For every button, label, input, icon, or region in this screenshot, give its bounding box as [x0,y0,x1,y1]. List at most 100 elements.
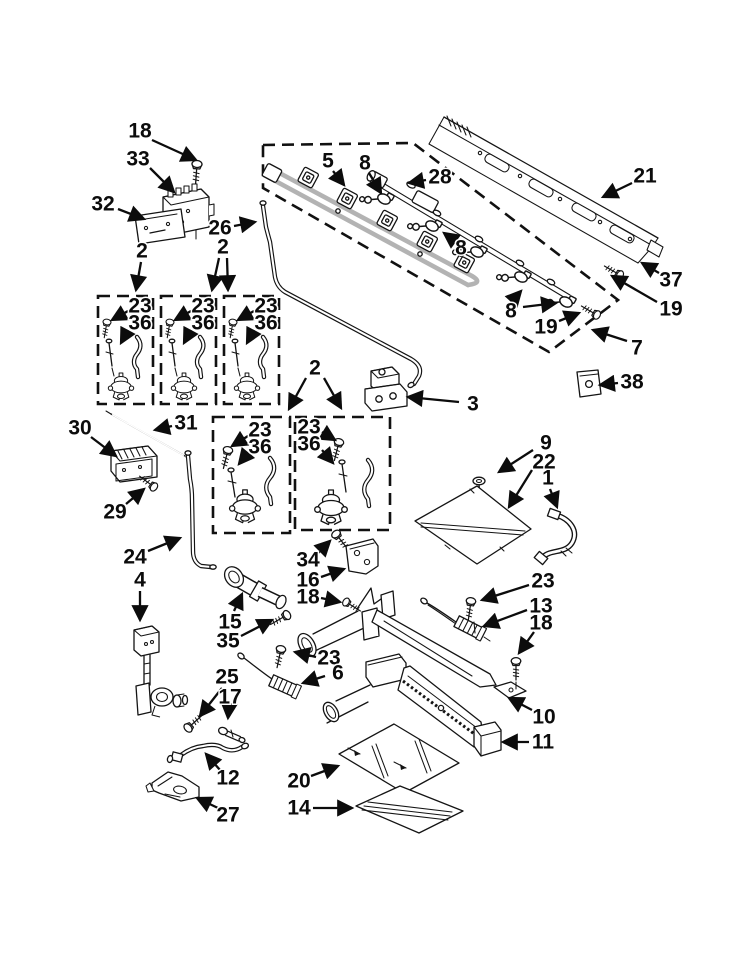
callout-9: 9 [540,432,552,455]
callout-38: 38 [620,371,644,394]
part-pressure-regulator-4 [133,625,189,718]
callout-arrow-2 [218,257,237,293]
callout-2: 2 [309,357,321,380]
callout-arrow-36 [119,325,136,346]
part-screw-19-a [578,301,603,322]
part-tube-24 [184,450,217,570]
callout-arrow-15 [227,591,244,612]
callout-17: 17 [218,686,241,709]
callout-arrow-2 [130,261,148,293]
callout-2: 2 [136,240,148,263]
callout-10: 10 [532,706,555,729]
callout-arrow-19 [558,310,582,327]
part-igniter-13 [420,597,491,642]
part-manifold-pipe-5 [261,163,480,288]
callout-arrow-36 [245,325,262,346]
callout-arrow-8 [522,296,559,314]
callout-arrow-18 [320,590,343,608]
callout-arrow-23 [235,305,256,322]
callout-3: 3 [467,393,479,416]
callout-20: 20 [287,770,310,793]
diagram-artwork [96,115,664,834]
callout-36: 36 [191,312,214,335]
callout-arrow-23 [317,424,338,442]
part-dual-gas-valve-3 [364,366,408,412]
callout-arrow-37 [639,261,660,278]
callout-24: 24 [123,546,147,569]
part-valve-rail-with-orifice-28 [358,170,626,322]
callout-2: 2 [217,236,229,259]
callout-arrow-19 [609,274,658,303]
callout-32: 32 [91,193,114,216]
callout-23: 23 [254,295,277,318]
callout-19: 19 [659,298,682,321]
callout-arrow-8 [442,231,462,249]
callout-34: 34 [296,549,320,572]
part-screw-23-mid [271,644,287,670]
callout-arrow-22 [507,469,533,510]
callout-arrow-36 [182,325,199,346]
part-igniter-6 [237,652,302,700]
callout-36: 36 [248,436,271,459]
callout-arrow-13 [481,608,528,629]
part-broil-burner-11 [322,653,502,757]
callout-arrow-30 [90,436,118,458]
callout-arrow-9 [496,449,534,474]
callout-22: 22 [532,451,555,474]
callout-18: 18 [128,120,152,143]
callout-arrow-24 [147,535,183,553]
manifold-dashed-enclosure [261,141,621,354]
part-plate-38 [576,369,602,398]
callout-4: 4 [134,569,146,592]
callout-36: 36 [297,433,320,456]
callout-arrow-34 [313,539,332,558]
callout-18: 18 [296,586,320,609]
callout-arrow-2 [287,377,308,412]
callout-arrow-3 [405,389,460,408]
part-elbow-fitting-15 [223,566,287,610]
callout-arrow-33 [149,167,176,194]
part-screw-23-right [463,596,477,634]
part-manifold-panel-21 [428,115,664,264]
part-gas-valve-8-d [495,259,533,293]
callout-arrow-28 [406,171,427,189]
valve-kit-box-row1-b [159,294,218,406]
callout-arrow-29 [125,487,146,506]
part-screw-18-right [510,657,522,690]
callout-15: 15 [218,611,242,634]
callout-23: 23 [191,295,214,318]
valve-kit-box-row1-c [222,294,281,406]
callout-arrow-23 [292,647,317,664]
callout-18: 18 [529,612,553,635]
callout-13: 13 [529,595,552,618]
callout-arrow-21 [600,181,633,199]
callout-16: 16 [296,569,319,592]
callout-7: 7 [631,337,643,360]
callout-1: 1 [542,467,554,490]
callout-12: 12 [216,767,239,790]
callout-arrow-8 [504,289,523,308]
callout-arrow-23 [172,305,193,322]
callout-19: 19 [534,316,557,339]
callout-6: 6 [332,662,344,685]
callout-arrow-36 [316,446,335,465]
callout-35: 35 [216,630,240,653]
callout-25: 25 [215,666,239,689]
callout-arrow-5 [328,168,346,187]
callout-arrow-8 [365,172,383,196]
callout-arrow-25 [198,687,223,718]
part-oven-burner-10 [297,587,527,699]
callout-11: 11 [532,731,555,754]
callout-36: 36 [254,312,277,335]
part-burner-baffle-20 [338,723,460,794]
callout-arrow-2 [206,257,224,293]
callout-arrow-20 [310,763,341,780]
part-gas-valve-8-e [540,284,578,318]
callout-5: 5 [322,150,334,173]
callout-arrow-6 [300,670,326,687]
callout-arrow-27 [194,796,219,813]
part-burner-cover-22 [414,485,532,565]
